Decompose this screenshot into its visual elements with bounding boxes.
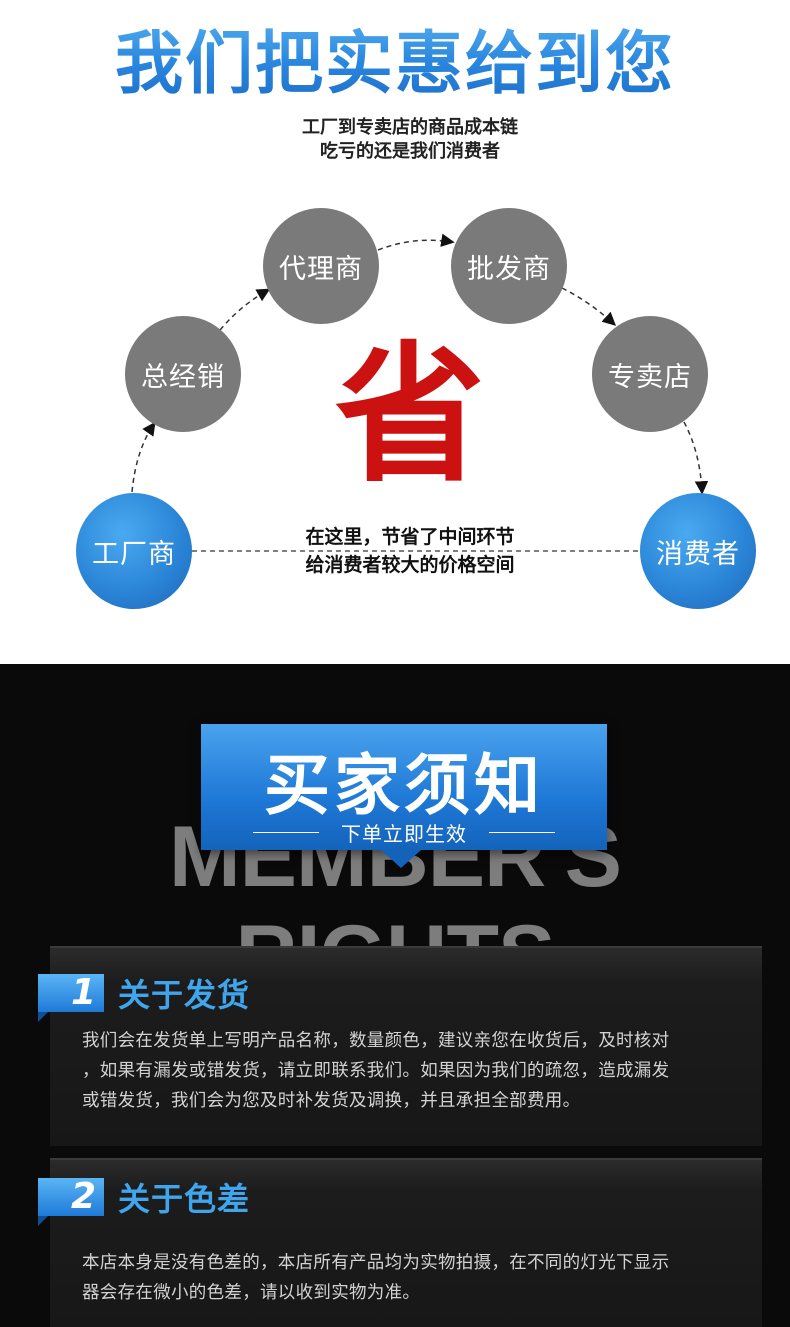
section-title-shipping: 关于发货 bbox=[118, 976, 251, 1014]
banner-subtitle: 下单立即生效 bbox=[341, 821, 467, 846]
node-wholesaler: 批发商 bbox=[451, 208, 567, 324]
shipping-panel bbox=[50, 946, 762, 1146]
section-title-color: 关于色差 bbox=[118, 1180, 251, 1218]
arrow-agent-to-wholesaler bbox=[377, 233, 455, 251]
save-character: 省 bbox=[334, 327, 485, 503]
section-number-badge-1: 1 bbox=[38, 972, 104, 1022]
savings-text-line-1: 在这里，节省了中间环节 bbox=[250, 524, 570, 550]
node-store: 专卖店 bbox=[592, 316, 708, 432]
node-consumer: 消费者 bbox=[640, 493, 756, 609]
divider-right bbox=[489, 831, 555, 833]
arrow-distributor-to-agent bbox=[219, 288, 271, 331]
arrow-factory-to-distributor bbox=[131, 421, 156, 493]
savings-text-line-2: 给消费者较大的价格空间 bbox=[250, 552, 570, 578]
notice-banner: 买家须知 下单立即生效 bbox=[201, 724, 607, 850]
section-number: 1 bbox=[70, 972, 96, 1013]
body-line: 或错发货，我们会为您及时补发货及调换，并且承担全部费用。 bbox=[82, 1091, 581, 1111]
main-title: 我们把实惠给到您 bbox=[0, 8, 790, 107]
node-general-distributor: 总经销 bbox=[125, 316, 241, 432]
body-line: 我们会在发货单上写明产品名称，数量颜色，建议亲您在收货后，及时核对 bbox=[82, 1031, 670, 1051]
banner-subtitle-row: 下单立即生效 bbox=[201, 820, 607, 846]
arrow-wholesaler-to-store bbox=[561, 287, 616, 326]
body-line: 本店本身是没有色差的，本店所有产品均为实物拍摄，在不同的灯光下显示 bbox=[82, 1253, 670, 1273]
node-agent: 代理商 bbox=[263, 208, 379, 324]
buyer-notice-section: MEMBER'S RIGHTS 买家须知 下单立即生效 bbox=[0, 664, 790, 1327]
body-line: ，如果有漏发或错发货，请立即联系我们。如果因为我们的疏忽，造成漏发 bbox=[82, 1061, 670, 1081]
banner-title: 买家须知 bbox=[264, 747, 544, 824]
section-body-shipping: 我们会在发货单上写明产品名称，数量颜色，建议亲您在收货后，及时核对 ，如果有漏发… bbox=[82, 1026, 742, 1116]
flow-arrows bbox=[131, 233, 709, 552]
arrow-store-to-consumer bbox=[683, 421, 709, 495]
section-body-color: 本店本身是没有色差的，本店所有产品均为实物拍摄，在不同的灯光下显示 器会存在微小… bbox=[82, 1248, 742, 1308]
banner-pointer bbox=[381, 850, 421, 868]
node-factory: 工厂商 bbox=[76, 493, 192, 609]
section-number-badge-2: 2 bbox=[38, 1176, 104, 1226]
subtitle-line-2: 吃亏的还是我们消费者 bbox=[320, 141, 500, 162]
divider-left bbox=[253, 831, 319, 833]
savings-section: 我们把实惠给到您 工厂到专卖店的商品成本链 吃亏的还是我们消费者 工厂商 总经销… bbox=[0, 8, 790, 609]
color-panel bbox=[50, 1158, 762, 1327]
subtitle-line-1: 工厂到专卖店的商品成本链 bbox=[302, 117, 518, 138]
body-line: 器会存在微小的色差，请以收到实物为准。 bbox=[82, 1283, 421, 1303]
section-number: 2 bbox=[70, 1176, 96, 1217]
